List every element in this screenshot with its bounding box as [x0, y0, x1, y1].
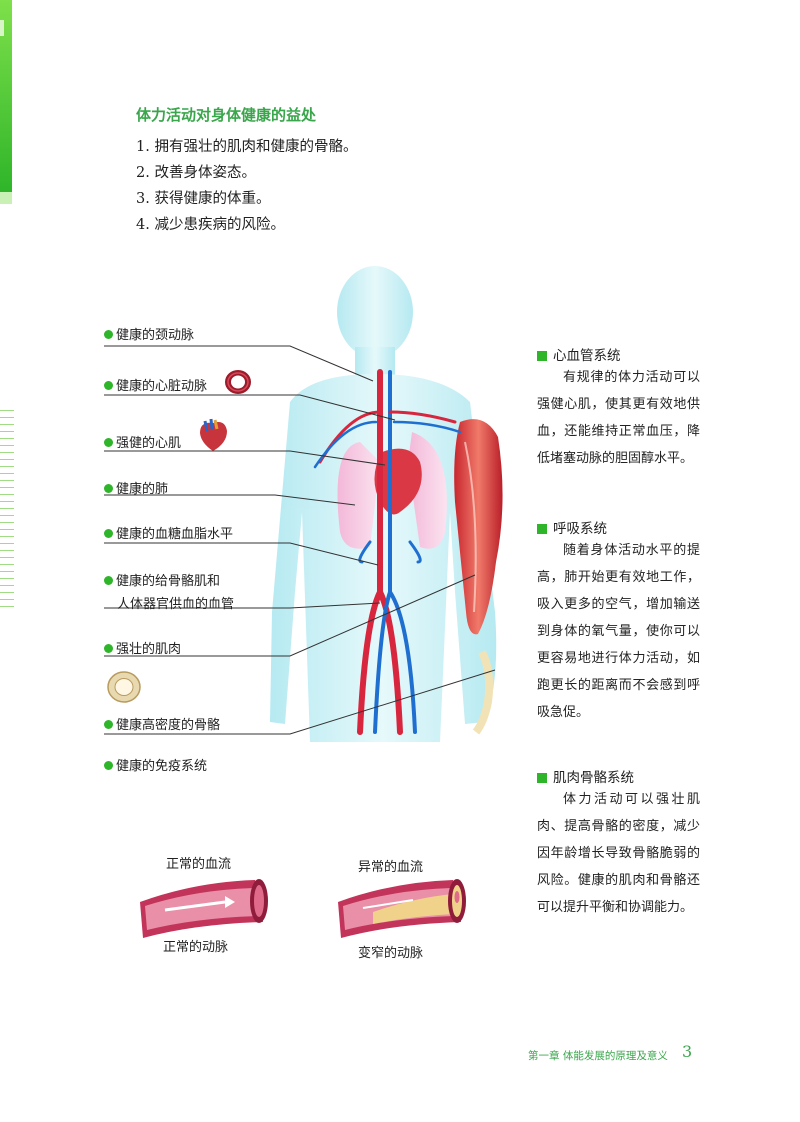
section-musculoskeletal-title: 肌肉骨骼系统	[537, 766, 634, 786]
benefit-item: 4. 减少患疾病的风险。	[136, 217, 285, 233]
label-blood-vessels-line2: 人体器官供血的血管	[117, 597, 235, 612]
section-square-icon	[537, 524, 547, 534]
benefit-item: 3. 获得健康的体重。	[136, 191, 271, 207]
bullet-dot	[104, 381, 113, 390]
narrowed-artery-illustration	[338, 879, 466, 938]
section-musculoskeletal-body: 体力活动可以强壮肌肉、提高骨骼的密度，减少因年龄增长导致骨骼脆弱的风险。健康的肌…	[537, 792, 700, 915]
benefit-item: 2. 改善身体姿态。	[136, 165, 256, 181]
section-square-icon	[537, 351, 547, 361]
benefits-list: 1. 拥有强壮的肌肉和健康的骨骼。 2. 改善身体姿态。 3. 获得健康的体重。…	[136, 134, 357, 238]
section-cardiovascular-title: 心血管系统	[537, 344, 621, 364]
bullet-dot	[104, 438, 113, 447]
page-edge-light	[0, 192, 12, 204]
bullet-dot	[104, 761, 113, 770]
normal-artery-illustration	[140, 879, 268, 938]
label-immune-system: 健康的免疫系统	[104, 755, 207, 774]
bone-cross-section-icon	[107, 671, 141, 703]
label-blood-sugar-lipid: 健康的血糖血脂水平	[104, 523, 233, 542]
bullet-dot	[104, 720, 113, 729]
label-lungs: 健康的肺	[104, 478, 168, 497]
section-respiratory-title: 呼吸系统	[537, 517, 607, 537]
heart	[374, 448, 422, 515]
body-illustration	[270, 266, 503, 742]
normal-artery-caption: 正常的动脉	[163, 940, 229, 955]
label-carotid-artery: 健康的颈动脉	[104, 324, 194, 343]
abnormal-flow-caption: 异常的血流	[358, 860, 424, 875]
heart-icon	[200, 418, 227, 451]
bullet-dot	[104, 576, 113, 585]
bullet-dot	[104, 644, 113, 653]
chapter-footer: 第一章 体能发展的原理及意义	[528, 1050, 668, 1062]
benefit-item: 1. 拥有强壮的肌肉和健康的骨骼。	[136, 139, 358, 155]
bullet-dot	[104, 330, 113, 339]
normal-flow-caption: 正常的血流	[166, 857, 232, 872]
label-strong-muscle: 强壮的肌肉	[104, 638, 181, 657]
page-edge-bar	[0, 0, 12, 192]
page-edge-lines	[0, 410, 14, 610]
section-square-icon	[537, 773, 547, 783]
label-blood-vessels: 健康的给骨骼肌和	[104, 570, 220, 589]
label-bone-density: 健康高密度的骨骼	[104, 714, 220, 733]
page-edge-strip	[0, 20, 4, 36]
bullet-dot	[104, 529, 113, 538]
artery-ring-icon	[225, 370, 251, 394]
page-number: 3	[682, 1042, 693, 1061]
section-cardiovascular-body: 有规律的体力活动可以强健心肌，使其更有效地供血，还能维持正常血压，降低堵塞动脉的…	[537, 370, 700, 466]
benefits-title: 体力活动对身体健康的益处	[136, 106, 317, 124]
label-coronary-artery: 健康的心脏动脉	[104, 375, 207, 394]
narrowed-artery-caption: 变窄的动脉	[358, 946, 424, 961]
label-heart-muscle: 强健的心肌	[104, 432, 181, 451]
bullet-dot	[104, 484, 113, 493]
section-respiratory-body: 随着身体活动水平的提高，肺开始更有效地工作，吸入更多的空气，增加输送到身体的氧气…	[537, 543, 700, 720]
